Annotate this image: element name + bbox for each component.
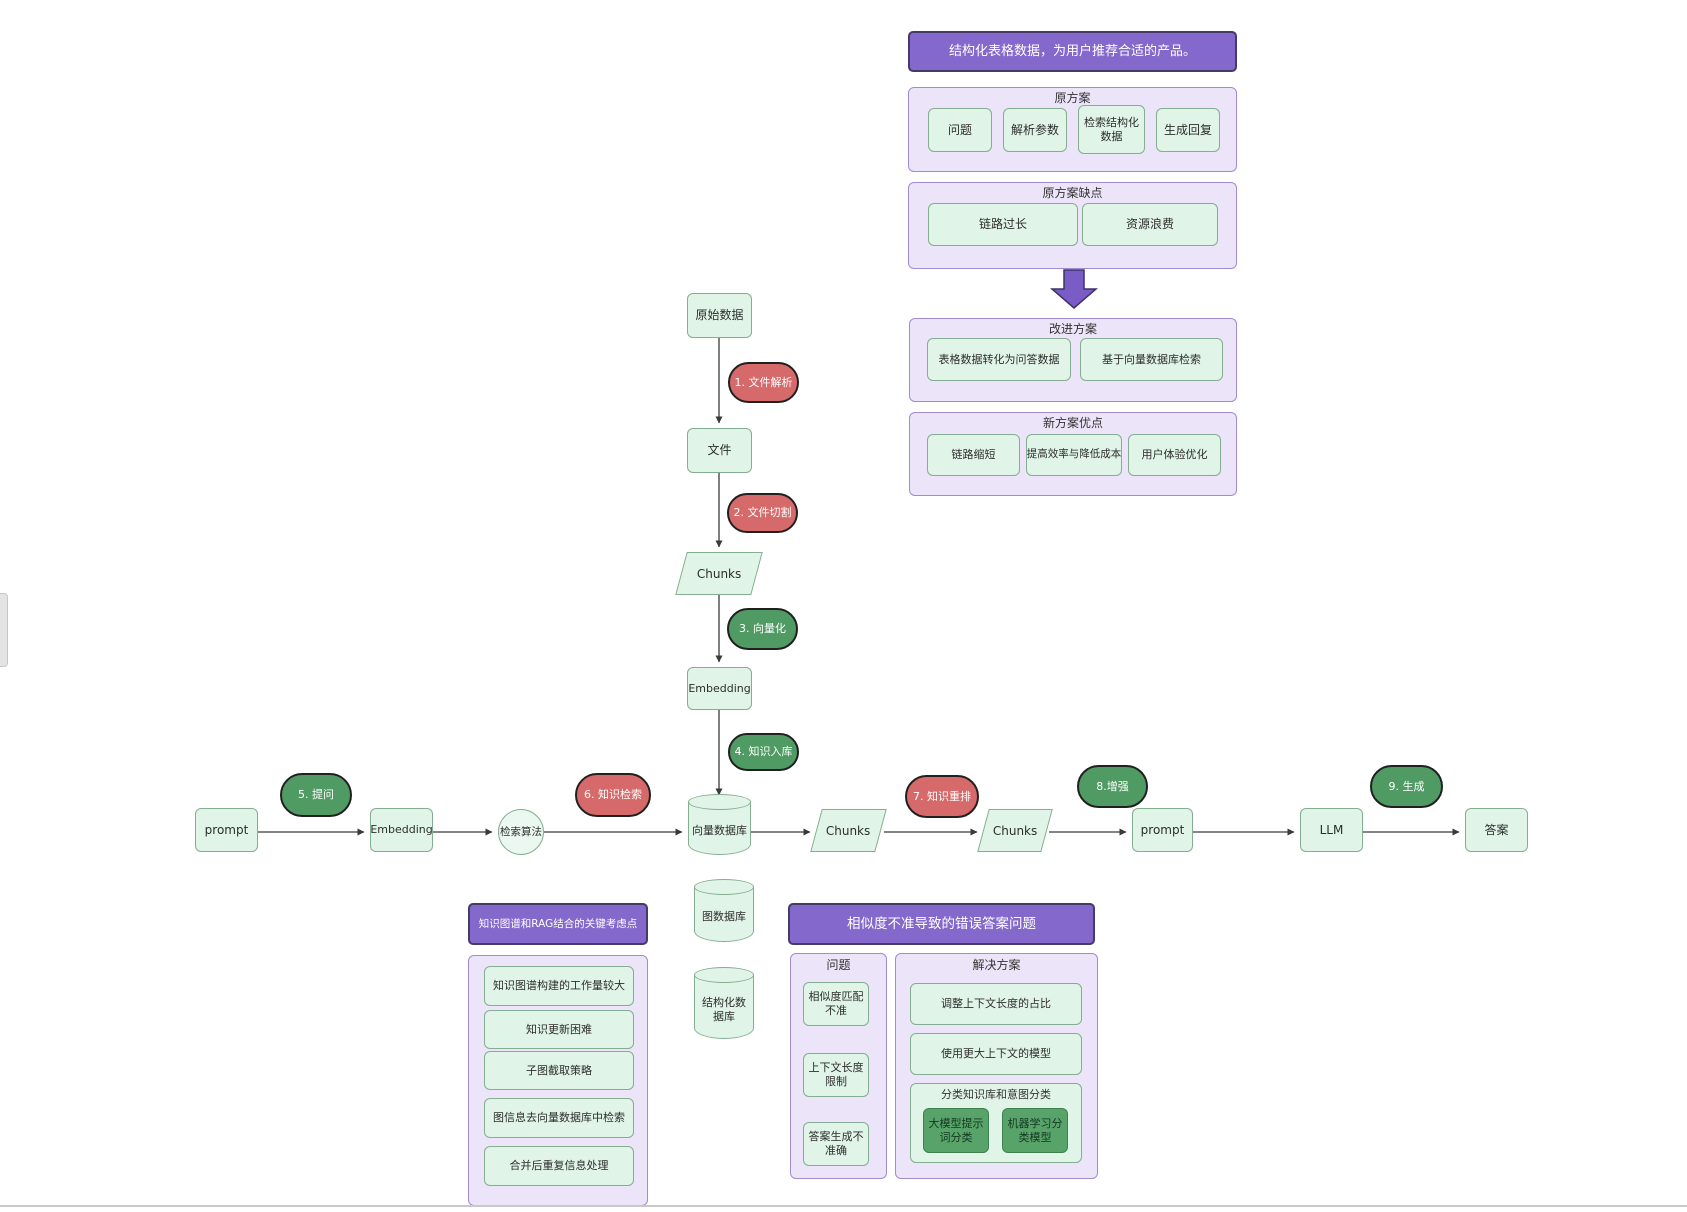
bottom-divider (0, 1205, 1687, 1207)
node-parse-params: 解析参数 (1003, 108, 1067, 152)
node-raw-data: 原始数据 (687, 293, 752, 338)
original-plan-title: 原方案 (1054, 91, 1091, 105)
node-chunks-retrieved-label: Chunks (826, 823, 871, 838)
node-prompt: prompt (195, 808, 258, 852)
similarity-section-header: 相似度不准导致的错误答案问题 (788, 903, 1095, 945)
step-pill-rerank: 7. 知识重排 (905, 775, 979, 818)
node-chunks-reranked-label: Chunks (992, 823, 1038, 838)
node-chunks-ingest-label: Chunks (696, 566, 742, 581)
node-file: 文件 (687, 428, 752, 473)
node-generate-reply: 生成回复 (1156, 108, 1220, 152)
step-pill-vectorize: 3. 向量化 (727, 608, 798, 650)
node-embedding-ingest: Embedding (687, 667, 752, 710)
new-pros-title: 新方案优点 (1042, 416, 1103, 430)
problem-inaccurate-answer: 答案生成不准确 (803, 1122, 869, 1166)
node-long-chain: 链路过长 (928, 203, 1078, 246)
node-retrieve-structured: 检索结构化数据 (1078, 105, 1145, 154)
purple-down-arrow (1049, 269, 1099, 309)
classification-ml-model: 机器学习分类模型 (1002, 1108, 1068, 1153)
kg-item-dedup-merge: 合并后重复信息处理 (484, 1146, 634, 1186)
problem-similarity-mismatch: 相似度匹配不准 (803, 982, 869, 1026)
kg-item-subgraph-strategy: 子图截取策略 (484, 1051, 634, 1090)
step-pill-knowledge-retrieve: 6. 知识检索 (575, 773, 651, 817)
node-resource-waste: 资源浪费 (1082, 203, 1218, 246)
node-chunks-retrieved: Chunks (810, 809, 887, 852)
step-pill-generate: 9. 生成 (1370, 765, 1443, 808)
step-pill-ask: 5. 提问 (280, 773, 352, 817)
kg-item-update-difficulty: 知识更新困难 (484, 1010, 634, 1049)
step-pill-file-split: 2. 文件切割 (727, 493, 798, 533)
node-retrieval-algorithm: 检索算法 (498, 809, 544, 855)
node-llm: LLM (1300, 808, 1363, 852)
kg-item-graph-to-vector: 图信息去向量数据库中检索 (484, 1098, 634, 1138)
kg-item-build-effort: 知识图谱构建的工作量较大 (484, 966, 634, 1006)
solution-larger-context-model: 使用更大上下文的模型 (910, 1033, 1082, 1075)
node-graph-db: 图数据库 (693, 879, 755, 942)
node-chunks-reranked: Chunks (977, 809, 1053, 852)
improved-plan-title: 改进方案 (1048, 322, 1097, 336)
node-answer: 答案 (1465, 808, 1528, 852)
kg-section-header: 知识图谱和RAG结合的关键考虑点 (468, 903, 648, 945)
node-table-to-qa: 表格数据转化为问答数据 (927, 338, 1071, 381)
table-recommendation-header: 结构化表格数据，为用户推荐合适的产品。 (908, 31, 1237, 72)
node-question: 问题 (928, 108, 992, 152)
problems-title: 问题 (826, 958, 851, 972)
problem-context-limit: 上下文长度限制 (803, 1053, 869, 1097)
node-efficiency-cost: 提高效率与降低成本 (1026, 434, 1122, 476)
node-embedding-query: Embedding (370, 808, 433, 852)
node-vector-db-retrieval: 基于向量数据库检索 (1080, 338, 1223, 381)
node-structured-db-label: 结构化数据库 (702, 996, 746, 1023)
classification-llm-prompt: 大模型提示词分类 (923, 1108, 989, 1153)
node-shorter-chain: 链路缩短 (927, 434, 1020, 476)
node-ux-optimization: 用户体验优化 (1128, 434, 1221, 476)
node-vector-db-label: 向量数据库 (692, 824, 747, 838)
node-structured-db: 结构化数据库 (693, 967, 755, 1039)
left-edge-scrollbar[interactable] (0, 593, 8, 667)
node-prompt-augmented: prompt (1132, 808, 1193, 852)
node-vector-db: 向量数据库 (687, 794, 752, 855)
node-chunks-ingest: Chunks (675, 552, 763, 595)
node-graph-db-label: 图数据库 (702, 910, 746, 924)
step-pill-augment: 8.增强 (1077, 765, 1148, 808)
step-pill-file-parse: 1. 文件解析 (728, 362, 799, 403)
solutions-title: 解决方案 (972, 958, 1021, 972)
classification-title: 分类知识库和意图分类 (941, 1088, 1051, 1101)
step-pill-knowledge-store: 4. 知识入库 (728, 733, 799, 771)
solution-adjust-context-ratio: 调整上下文长度的占比 (910, 983, 1082, 1025)
original-cons-title: 原方案缺点 (1042, 186, 1103, 200)
